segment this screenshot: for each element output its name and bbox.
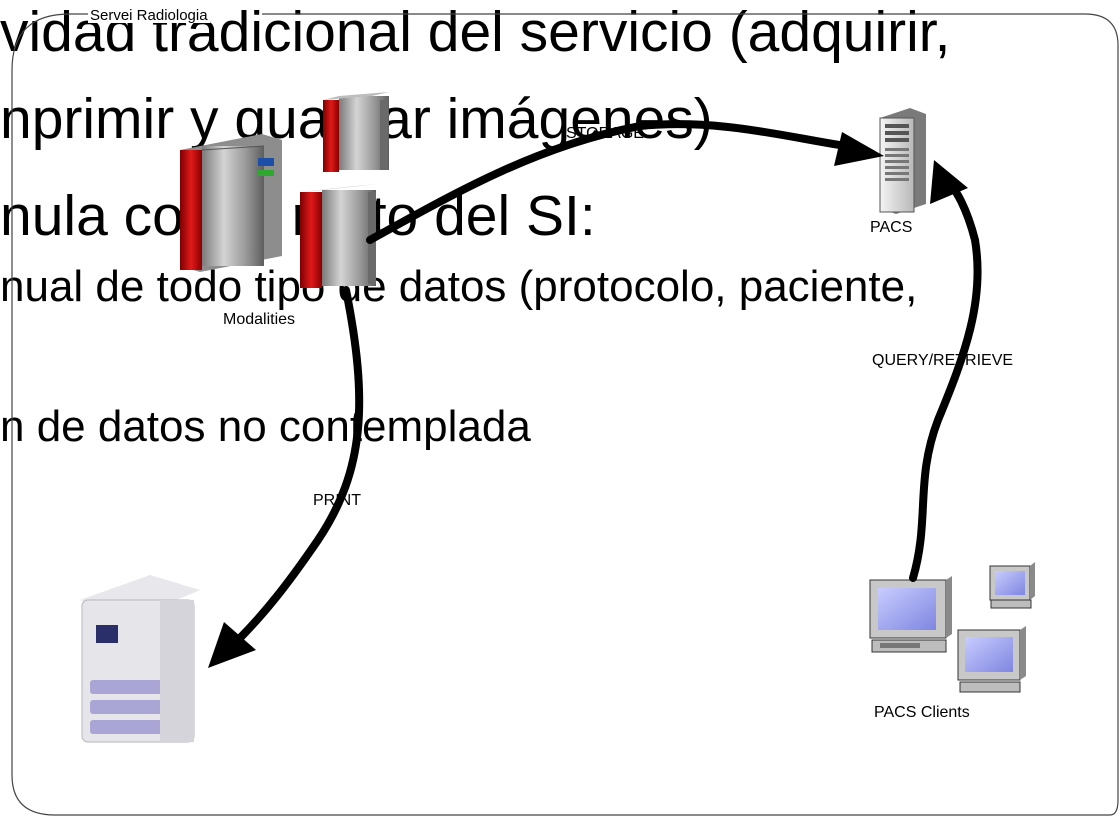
pacs-server-icon [879, 108, 926, 214]
pacs-client-computer-1 [869, 576, 952, 653]
modality-cabinet-front [300, 184, 378, 288]
slide-bullet-4: nual de todo tipo de datos (protocolo, p… [0, 262, 918, 311]
modalities-label: Modalities [223, 311, 296, 328]
modality-cabinet-large [180, 134, 282, 272]
print-arrow [208, 286, 364, 668]
group-boundary [11, 13, 1119, 816]
query-retrieve-arrow [909, 160, 982, 582]
print-label: PRINT [313, 492, 361, 509]
storage-arrow [366, 120, 884, 244]
slide-bullet-3: nula con el resto del SI: [0, 184, 596, 248]
modality-cabinet-small [323, 92, 389, 172]
group-label: Servei Radiologia [88, 7, 210, 24]
pacs-client-computer-3 [957, 626, 1026, 693]
slide-bullet-5: n de datos no contemplada [0, 402, 531, 451]
query-retrieve-label: QUERY/RETRIEVE [872, 352, 1014, 369]
pacs-clients-label: PACS Clients [874, 704, 970, 721]
printer-icon [80, 575, 200, 743]
pacs-client-computer-2 [989, 562, 1035, 609]
pacs-label: PACS [870, 219, 913, 236]
storage-label: STORAGE [566, 125, 644, 142]
